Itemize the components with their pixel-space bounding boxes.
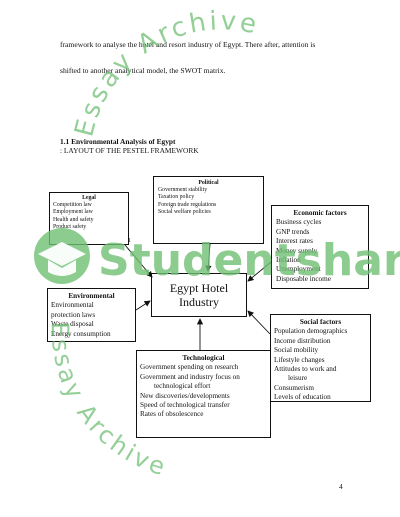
list-item: Speed of technological transfer xyxy=(140,401,230,410)
list-item: leisure xyxy=(288,374,308,383)
arrow-social xyxy=(247,310,271,335)
body-text-line-1: framework to analyse the hotel and resor… xyxy=(60,40,316,49)
page-number: 4 xyxy=(339,482,343,491)
list-item: Disposable income xyxy=(276,274,331,283)
list-item: Government stability xyxy=(158,187,208,194)
center-title-line-2: Industry xyxy=(178,295,219,309)
arrow-legal xyxy=(124,244,153,278)
list-item: Consumerism xyxy=(274,383,314,392)
list-item: Business cycles xyxy=(276,218,322,227)
environmental-box: Environmental Environmental protection l… xyxy=(47,288,136,342)
list-item: Energy consumption xyxy=(51,329,111,338)
legal-list: Competition law Employment law Health an… xyxy=(53,202,125,231)
list-item: Population demographics xyxy=(274,327,348,336)
list-item: GNP trends xyxy=(276,227,310,236)
technological-title: Technological xyxy=(182,354,225,362)
list-item: Lifestyle changes xyxy=(274,355,325,364)
political-list: Government stability Taxation policy For… xyxy=(158,187,259,216)
technological-list: Government spending on research Governme… xyxy=(140,363,267,419)
list-item: Product safety xyxy=(53,223,87,230)
social-list: Population demographics Income distribut… xyxy=(274,327,367,402)
list-item: Health and safety xyxy=(53,216,94,223)
list-item: Social mobility xyxy=(274,346,319,355)
list-item: Social welfare policies xyxy=(158,208,211,215)
legal-title: Legal xyxy=(82,195,96,201)
economic-title: Economic factors xyxy=(293,209,347,217)
environmental-title: Environmental xyxy=(68,292,115,300)
list-item: Levels of education xyxy=(274,393,331,402)
list-item: Rates of obsolescence xyxy=(140,410,204,419)
list-item: Foreign trade regulations xyxy=(158,201,217,208)
section-subtitle: : LAYOUT OF THE PESTEL FRAMEWORK xyxy=(60,146,199,155)
social-box: Social factors Population demographics I… xyxy=(270,314,371,402)
list-item: Government spending on research xyxy=(140,363,239,372)
arrow-political xyxy=(205,243,212,272)
section-title: 1.1 Environmental Analysis of Egypt xyxy=(60,137,176,146)
list-item: Unemployment xyxy=(276,265,321,274)
arrow-economic xyxy=(247,261,272,282)
list-item: Attitudes to work and xyxy=(274,365,337,374)
list-item: Income distribution xyxy=(274,336,331,345)
center-title-line-1: Egypt Hotel xyxy=(169,281,229,295)
list-item: Government and industry focus on xyxy=(140,372,240,381)
list-item: Competition law xyxy=(53,202,92,209)
economic-box: Economic factors Business cycles GNP tre… xyxy=(271,205,369,289)
list-item: protection laws xyxy=(51,310,96,319)
political-title: Political xyxy=(198,180,219,186)
list-item: Money supply xyxy=(276,246,318,255)
list-item: Environmental xyxy=(51,301,94,310)
center-box-egypt-hotel-industry: Egypt Hotel Industry xyxy=(151,273,247,317)
economic-list: Business cycles GNP trends Interest rate… xyxy=(276,218,364,284)
list-item: Employment law xyxy=(53,209,93,216)
social-title: Social factors xyxy=(299,318,342,326)
section-heading: 1.1 Environmental Analysis of Egypt : LA… xyxy=(60,137,199,155)
environmental-list: Environmental protection laws Waste disp… xyxy=(51,301,132,339)
list-item: Waste disposal xyxy=(51,320,94,329)
technological-box: Technological Government spending on res… xyxy=(136,350,271,438)
list-item: Interest rates xyxy=(276,237,313,246)
political-box: Political Government stability Taxation … xyxy=(153,176,264,244)
list-item: Inflation xyxy=(276,256,301,265)
arrow-environmental xyxy=(135,300,151,311)
body-text-line-2: shifted to another analytical model, the… xyxy=(60,66,226,75)
list-item: Taxation policy xyxy=(158,194,195,201)
list-item: technological effort xyxy=(154,382,211,391)
legal-marker: 1 xyxy=(128,238,131,244)
list-item: New discoveries/developments xyxy=(140,391,230,400)
